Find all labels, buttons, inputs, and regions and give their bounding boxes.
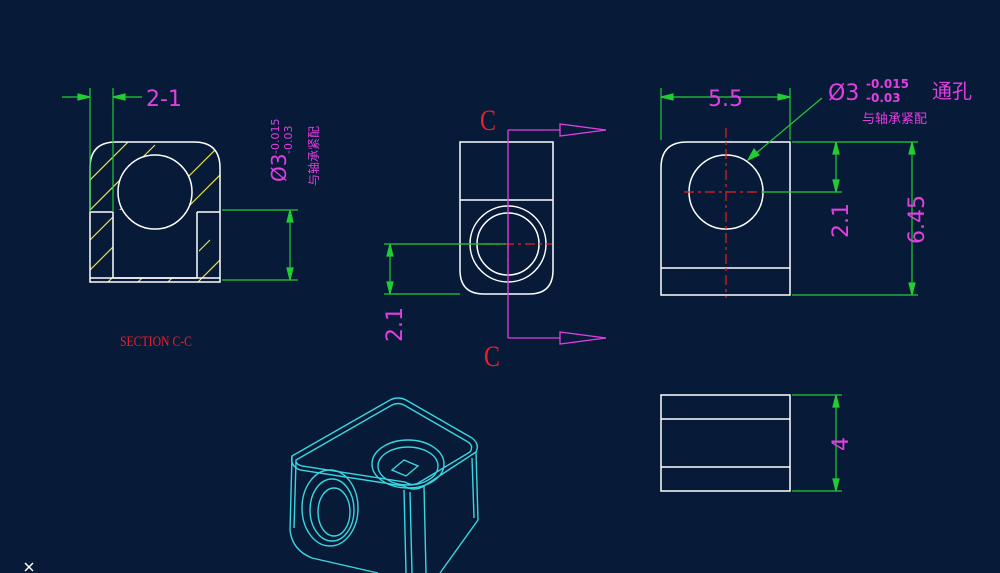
svg-text:与轴承紧配: 与轴承紧配 bbox=[862, 112, 927, 127]
section-hole-dimension: Ø3 -0.015 -0.03 bbox=[267, 119, 295, 182]
section-dimension-lines bbox=[62, 88, 298, 281]
section-fit-note: 与轴承紧配 bbox=[306, 126, 321, 186]
section-width-callout: 2-1 bbox=[146, 87, 182, 112]
right-center-lines bbox=[684, 128, 768, 298]
front-outline bbox=[459, 141, 554, 295]
svg-text:Ø3: Ø3 bbox=[267, 154, 291, 182]
bottom-outline bbox=[660, 394, 791, 492]
svg-text:通孔: 通孔 bbox=[932, 79, 972, 103]
section-outline bbox=[89, 141, 221, 283]
bottom-thickness-dimension: 4 bbox=[829, 437, 854, 451]
right-center-height-dimension: 2.1 bbox=[829, 203, 854, 238]
svg-text:-0.015: -0.015 bbox=[866, 77, 909, 91]
section-label: SECTION C-C bbox=[120, 334, 192, 350]
right-width-dimension: 5.5 bbox=[708, 87, 743, 112]
section-view: 2-1 Ø3 -0.015 -0.03 与轴承紧配 SECTION C-C bbox=[62, 87, 321, 350]
bottom-view: 4 bbox=[660, 394, 854, 492]
svg-text:Ø3: Ø3 bbox=[828, 81, 859, 106]
front-dimension-lines bbox=[384, 243, 506, 295]
svg-text:-0.03: -0.03 bbox=[282, 126, 295, 154]
isometric-part-icon bbox=[289, 397, 479, 573]
section-cut-line bbox=[507, 123, 607, 345]
bottom-dimension-lines bbox=[792, 394, 842, 492]
svg-text:-0.03: -0.03 bbox=[866, 91, 901, 105]
right-hole-dimension: Ø3 -0.015 -0.03 通孔 与轴承紧配 bbox=[828, 77, 972, 127]
front-view: C C 2.1 bbox=[383, 104, 607, 373]
right-dimension-lines bbox=[660, 88, 918, 296]
section-mark-top: C bbox=[480, 104, 496, 137]
ucs-axis-icon bbox=[24, 562, 34, 572]
svg-text:-0.015: -0.015 bbox=[269, 119, 282, 154]
section-mark-bottom: C bbox=[484, 340, 500, 373]
right-view: 5.5 Ø3 -0.015 -0.03 通孔 与轴承紧配 2.1 6.45 bbox=[660, 77, 972, 298]
front-height-dimension: 2.1 bbox=[383, 307, 408, 342]
right-total-height-dimension: 6.45 bbox=[905, 195, 930, 244]
